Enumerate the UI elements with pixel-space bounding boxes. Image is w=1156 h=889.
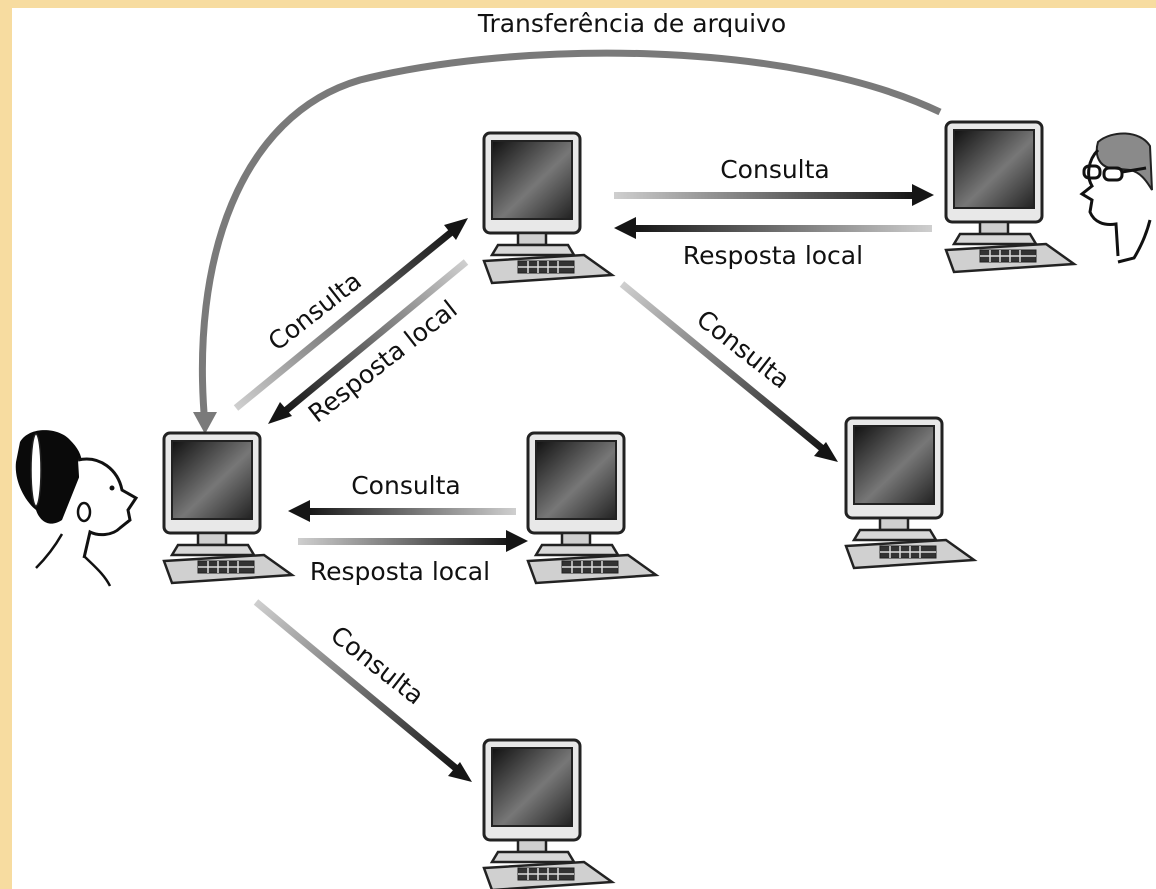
file-transfer-arrow [193,49,942,434]
reply-label-top-right: Resposta local [683,241,863,270]
desktop-computer-icon [482,738,614,889]
diagram-canvas: Transferência de arquivo Consulta Respos… [15,9,1153,889]
query-label-top-right: Consulta [720,155,830,184]
desktop-computer-icon [526,431,658,585]
reply-arrow-diag-up [268,259,469,424]
reply-arrow-top-right [614,217,932,239]
query-arrow-mid [288,500,516,522]
desktop-computer-icon [844,416,976,570]
p2p-query-flooding-diagram: Transferência de arquivo Consulta Respos… [12,8,1156,889]
reply-arrow-mid [298,530,528,552]
man-user-icon [1079,132,1153,264]
query-arrow-bottom [253,599,472,782]
query-label-mid: Consulta [351,471,461,500]
file-transfer-label: Transferência de arquivo [477,9,786,38]
woman-user-icon [15,430,139,587]
query-label-bottom: Consulta [325,620,429,710]
query-arrow-diag-right [619,281,838,462]
query-arrow-top-right [614,184,934,206]
desktop-computer-icon [162,431,294,585]
reply-label-mid: Resposta local [310,557,490,586]
desktop-computer-icon [482,131,614,285]
desktop-computer-icon [944,120,1076,274]
query-arrow-diag-up [233,218,468,411]
